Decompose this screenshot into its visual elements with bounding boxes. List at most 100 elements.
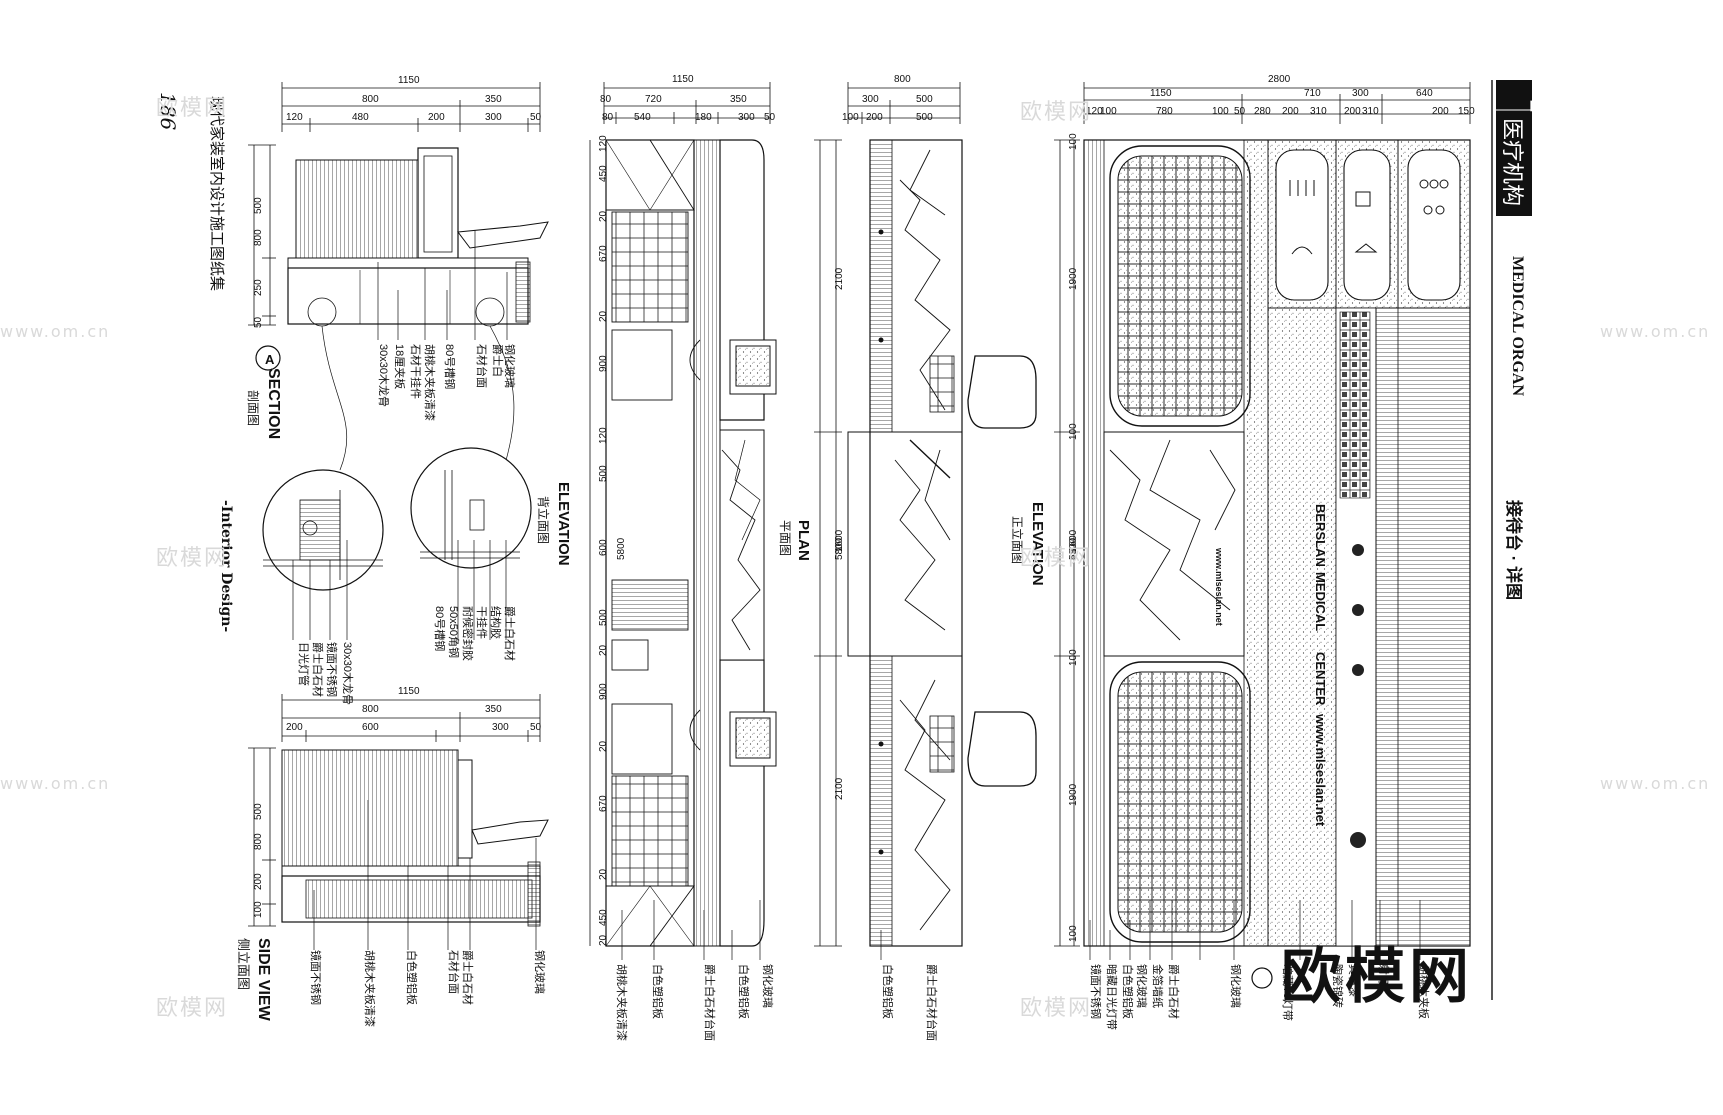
side-caption: 现代家装室内设计施工图纸集 — [208, 96, 226, 292]
dimension-label: 800 — [253, 229, 264, 246]
material-label: 白色塑铝板 — [405, 950, 417, 1005]
dimension-label: 1150 — [398, 686, 420, 697]
dimension-label: 300 — [492, 722, 509, 733]
dimension-label: 300 — [738, 112, 755, 123]
material-label: 80号槽钢 — [443, 344, 455, 390]
dimension-label: 540 — [634, 112, 651, 123]
material-label: 爵士白石材台面 — [925, 964, 937, 1041]
dimension-label: 200 — [866, 112, 883, 123]
material-label: 钢化玻璃 — [761, 964, 773, 1008]
material-label: 白色塑铝板 — [881, 964, 893, 1019]
dimension-label: 350 — [485, 94, 502, 105]
watermark-logo: 欧模网 — [1281, 942, 1473, 1012]
dimension-label: 1150 — [1150, 88, 1172, 99]
dimension-label: 300 — [1352, 88, 1369, 99]
dimension-label: 100 — [1100, 106, 1117, 117]
material-label: 结构胶 — [489, 606, 501, 639]
dimension-label: 200 — [1344, 106, 1361, 117]
section-title: SECTION — [265, 368, 282, 440]
material-label: 镜面不锈钢 — [1089, 964, 1101, 1019]
dimension-label: 50 — [530, 112, 542, 123]
material-label: 30x30木龙骨 — [341, 642, 353, 705]
dimension-label: 20 — [598, 210, 609, 222]
section-marker: A — [265, 352, 275, 367]
plan-subtitle: 平面图 — [778, 520, 792, 557]
dimension-label: 800 — [362, 704, 379, 715]
dimension-label: 710 — [1304, 88, 1321, 99]
material-label: 白色塑铝板 — [651, 964, 663, 1019]
dimension-label: 2100 — [834, 777, 845, 800]
dimension-label: 150 — [1458, 106, 1475, 117]
material-label: 镜面不锈钢 — [309, 950, 321, 1005]
material-label: 80号槽钢 — [433, 606, 445, 652]
material-label: 爵士白石材台面 — [703, 964, 715, 1041]
title-block — [1491, 80, 1532, 1000]
material-label: 30x30木龙骨 — [377, 344, 389, 407]
material-label: 爵士白 — [491, 344, 503, 377]
dimension-label: 5800 — [616, 537, 627, 560]
material-label: 50x50角钢 — [447, 606, 459, 658]
material-label: 金箔墙纸 — [1151, 964, 1163, 1008]
material-label: 干挂件 — [475, 606, 487, 639]
dimension-label: 120 — [1086, 106, 1103, 117]
dimension-label: 300 — [862, 94, 879, 105]
dimension-label: 120 — [286, 112, 303, 123]
dimension-label: 20 — [598, 644, 609, 656]
dimension-label: 310 — [1310, 106, 1327, 117]
material-label: 钢化玻璃 — [533, 950, 545, 994]
plan-title: PLAN — [795, 520, 812, 561]
dimension-label: 200 — [286, 722, 303, 733]
dimension-label: 800 — [253, 833, 264, 850]
dimension-label: 1150 — [398, 75, 420, 86]
dimension-label: 20 — [598, 868, 609, 880]
dimension-label: 50 — [530, 722, 542, 733]
sheet-title: 接待台 · 详图 — [1504, 500, 1523, 601]
dimension-label: 50 — [1234, 106, 1246, 117]
dimension-label: 280 — [1254, 106, 1271, 117]
section-view — [248, 82, 549, 640]
back-elevation — [589, 82, 777, 960]
dimension-label: 20 — [598, 310, 609, 322]
dimension-label: 1900 — [1068, 267, 1079, 290]
dimension-label: 670 — [598, 795, 609, 812]
dimension-label: 780 — [1156, 106, 1173, 117]
dimension-label: 450 — [598, 909, 609, 926]
material-label: 白色塑铝板 — [737, 964, 749, 1019]
material-label: 镜面不锈钢 — [325, 642, 337, 697]
dimension-label: 120 — [598, 427, 609, 444]
dimension-label: 50 — [253, 316, 264, 328]
dimension-label: 450 — [598, 165, 609, 182]
material-label: 石材台面 — [475, 344, 487, 388]
dimension-label: 100 — [1212, 106, 1229, 117]
brand-logo: 品 — [1529, 89, 1552, 114]
dimension-label: 250 — [253, 279, 264, 296]
material-label: 日光灯管 — [297, 642, 309, 686]
plaque-url: www.mlseslan.net — [1214, 548, 1224, 626]
sign-brand: BERSLAN — [1313, 504, 1328, 567]
material-label: 钢化玻璃 — [1229, 964, 1241, 1008]
dimension-label: 100 — [253, 901, 264, 918]
material-label: 石材干挂件 — [409, 344, 421, 399]
material-label: 耐候密封胶 — [461, 606, 473, 661]
dimension-label: 120 — [598, 135, 609, 152]
front-elevation-subtitle: 正立面图 — [1010, 516, 1024, 565]
dimension-label: 100 — [1068, 649, 1079, 666]
material-label: 暗藏日光灯带 — [1105, 964, 1117, 1030]
dimension-label: 600 — [362, 722, 379, 733]
back-elevation-subtitle: 背立面图 — [536, 496, 550, 545]
dimension-label: 80 — [600, 94, 612, 105]
material-label: 爵士白石材 — [503, 606, 515, 661]
side-view-title: SIDE VIEW — [255, 938, 272, 1021]
dimension-label: 80 — [602, 112, 614, 123]
dimension-label: 500 — [598, 609, 609, 626]
dimension-label: 800 — [362, 94, 379, 105]
dimension-label: 720 — [645, 94, 662, 105]
sign-word3: CENTER — [1313, 652, 1328, 706]
material-label: 爵士白石材 — [461, 950, 473, 1005]
dimension-label: 640 — [1416, 88, 1433, 99]
dimension-label: 1900 — [1068, 783, 1079, 806]
dimension-label: 500 — [916, 112, 933, 123]
interior-design-caption: -Interior Design- — [218, 500, 234, 633]
dimension-label: 50 — [764, 112, 776, 123]
